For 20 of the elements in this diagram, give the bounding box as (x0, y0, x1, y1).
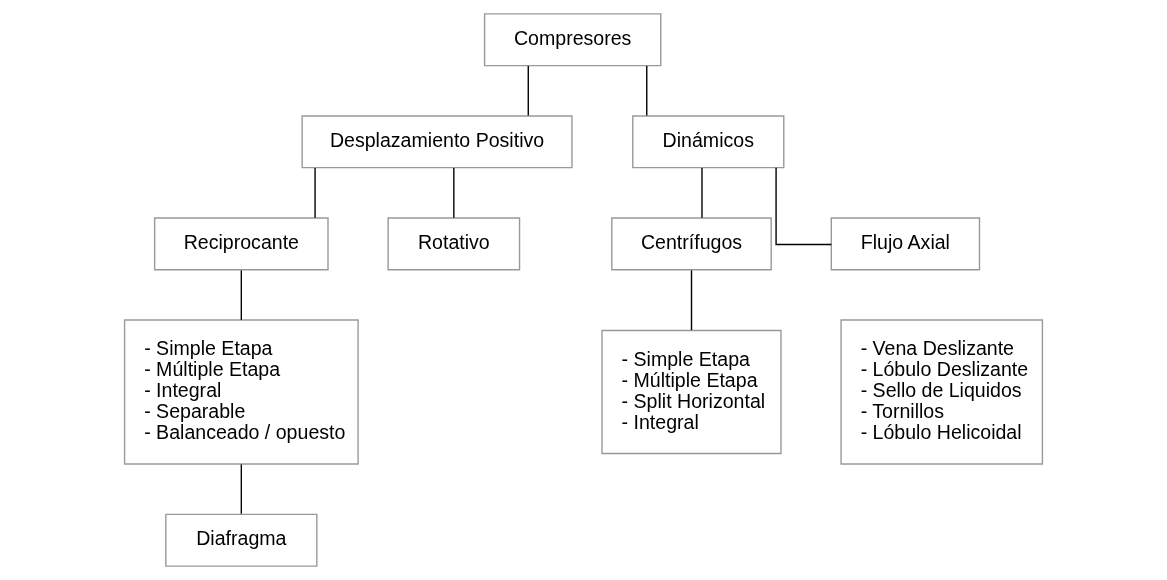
node-box: Centrífugos (611, 217, 772, 271)
connector (240, 463, 243, 515)
node-box: Rotativo (387, 217, 521, 271)
connector (775, 167, 832, 246)
connector (646, 65, 648, 117)
node-box: Diafragma (165, 513, 318, 567)
connector (701, 167, 703, 219)
node-box: Reciprocante (153, 217, 329, 271)
node-box: Desplazamiento Positivo (301, 115, 573, 169)
node-box: - Vena Deslizante - Lóbulo Deslizante - Sello de Liquidos - Tornillos - Lóbulo Helicoidal (840, 319, 1044, 465)
connector (314, 167, 316, 219)
connector (690, 269, 693, 331)
connector (240, 269, 243, 321)
node-box: - Simple Etapa - Múltiple Etapa - Split Horizontal - Integral (601, 329, 782, 455)
node-box: Dinámicos (632, 115, 785, 169)
node-box: Compresores (483, 13, 662, 67)
connector (453, 167, 455, 219)
node-box: - Simple Etapa - Múltiple Etapa - Integral - Separable - Balanceado / opuesto (123, 319, 359, 465)
node-box: Flujo Axial (830, 217, 981, 271)
connector (527, 65, 529, 117)
